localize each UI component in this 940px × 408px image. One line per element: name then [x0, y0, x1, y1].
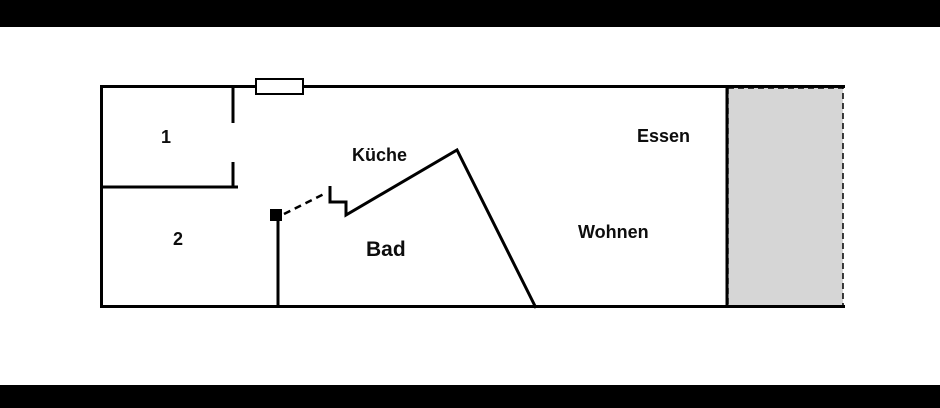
outer-walls — [100, 85, 845, 308]
bottom-frame-bar — [0, 385, 940, 408]
bad-kueche-walls — [276, 147, 538, 309]
essen-label: Essen — [637, 126, 691, 146]
door-swing — [283, 192, 325, 216]
wohnen-label: Wohnen — [578, 222, 649, 242]
top-frame-bar — [0, 0, 940, 27]
door-post — [270, 209, 282, 221]
room-divider-walls — [100, 85, 238, 189]
balcony-area — [727, 87, 844, 307]
room2-label: 2 — [173, 229, 184, 249]
room1-label: 1 — [161, 127, 172, 147]
bad-label: Bad — [366, 238, 406, 261]
kueche-label: Küche — [352, 145, 408, 165]
window — [255, 78, 304, 95]
